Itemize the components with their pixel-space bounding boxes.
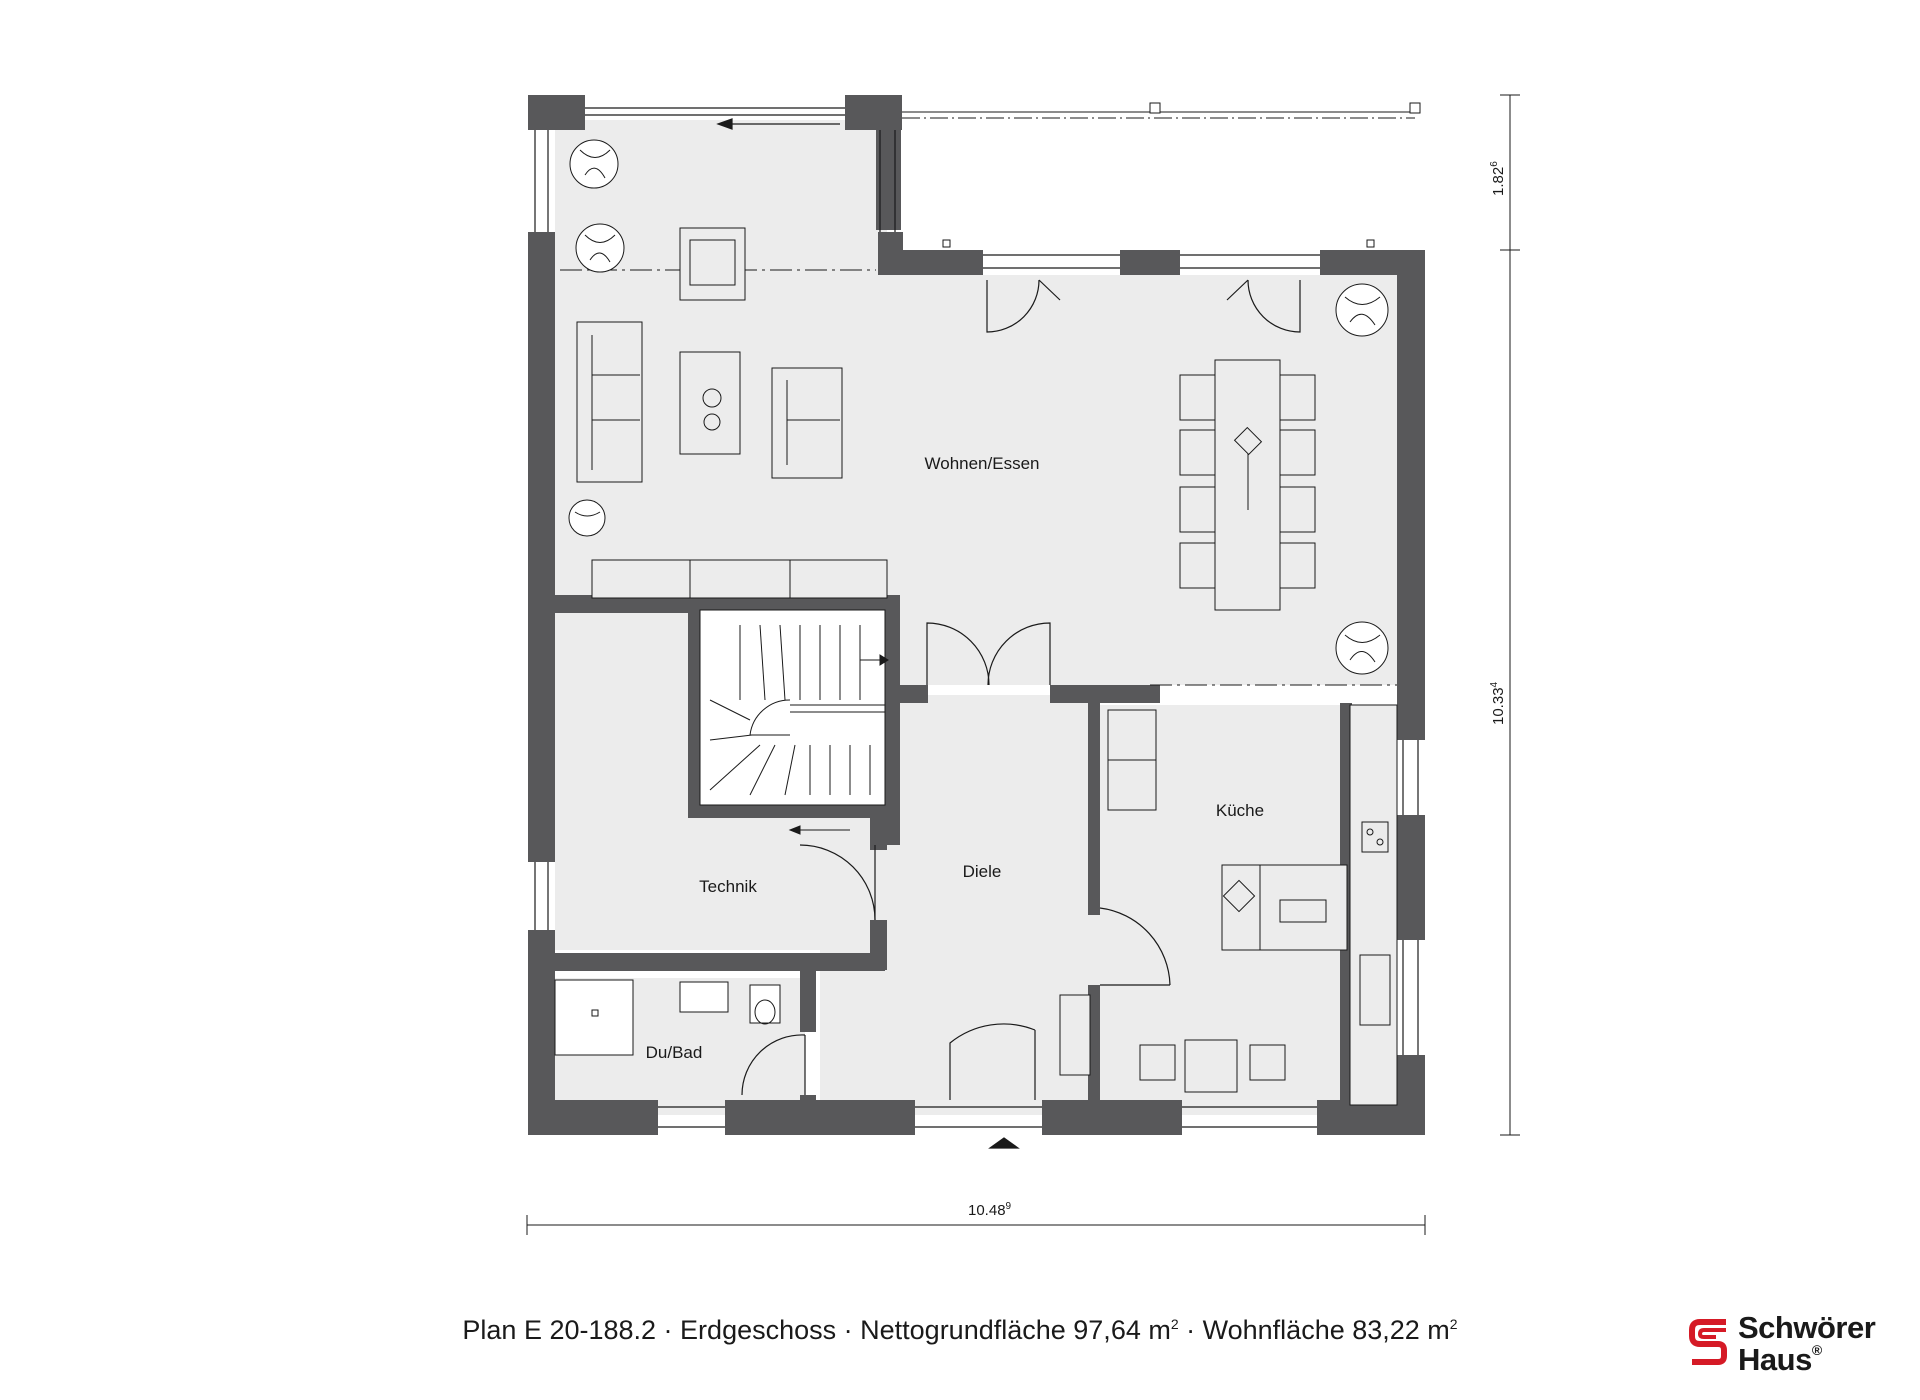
- caption-floor: Erdgeschoss: [680, 1315, 837, 1345]
- plan-caption: Plan E 20-188.2 · Erdgeschoss · Nettogru…: [462, 1315, 1458, 1345]
- room-label-wohnen: Wohnen/Essen: [925, 454, 1040, 473]
- living-furniture: [576, 227, 1316, 611]
- caption-plan: Plan E 20-188.2: [462, 1315, 657, 1345]
- terrace-dimension: 1.82: [1490, 167, 1507, 196]
- caption-net-area: Nettogrundfläche 97,64 m: [860, 1315, 1171, 1345]
- logo-registered-mark: ®: [1811, 1342, 1822, 1358]
- schwoerer-s-logo-icon: [1689, 1319, 1727, 1365]
- walls: [528, 95, 1425, 1135]
- svg-text:1.826: 1.826: [1489, 161, 1507, 196]
- doors: [716, 118, 1301, 1149]
- room-label-diele: Diele: [963, 862, 1002, 881]
- room-label-bad: Du/Bad: [646, 1043, 703, 1062]
- plants: [568, 139, 1389, 675]
- windows: [534, 107, 1419, 1128]
- svg-text:10.334: 10.334: [1489, 681, 1507, 725]
- svg-text:10.489: 10.489: [968, 1201, 1012, 1219]
- width-dimension-sup: 9: [1006, 1201, 1012, 1212]
- terrace-outline: [560, 102, 1421, 686]
- kitchen-furniture: [1059, 704, 1398, 1106]
- logo-text-line1: Schwörer: [1738, 1310, 1876, 1345]
- dimension-lines: [526, 94, 1520, 1235]
- dimension-labels: 10.489 10.334 1.826: [968, 161, 1507, 1219]
- bath-furniture: [554, 979, 781, 1056]
- room-label-kueche: Küche: [1216, 801, 1264, 820]
- height-dimension: 10.33: [1490, 687, 1507, 725]
- staircase: [699, 609, 889, 835]
- schwoerer-haus-logo: Schwörer Haus®: [1686, 1308, 1906, 1378]
- width-dimension: 10.48: [968, 1202, 1006, 1219]
- height-dimension-sup: 4: [1489, 681, 1500, 687]
- logo-text-line2: Haus: [1738, 1342, 1812, 1377]
- caption-living-area: Wohnfläche 83,22 m: [1202, 1315, 1450, 1345]
- room-labels: Wohnen/Essen Küche Technik Diele Du/Bad: [646, 454, 1264, 1062]
- room-label-technik: Technik: [699, 877, 757, 896]
- terrace-dimension-sup: 6: [1489, 161, 1500, 167]
